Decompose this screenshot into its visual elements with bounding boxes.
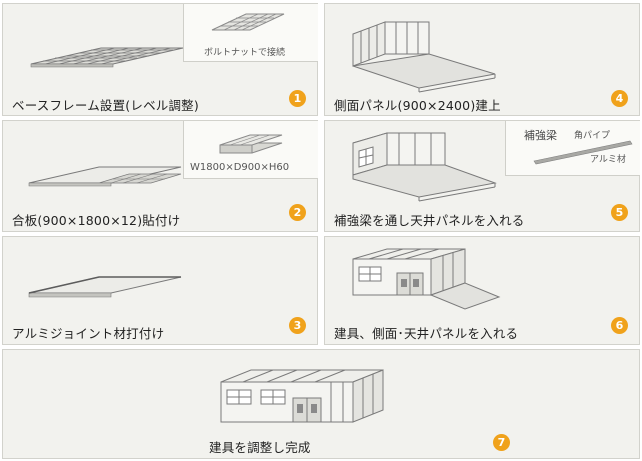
step-3-caption: アルミジョイント材打付け [12,326,165,341]
step-1-badge: 1 [289,90,306,107]
plywood-inset: W1800×D900×H60 [183,121,318,179]
bolt-nut-grid-illustration [211,13,285,31]
plywood-floor-illustration [28,166,182,187]
step-2-panel: W1800×D900×H60 合板(900×1800×12)貼付け 2 [2,120,318,232]
step-2-badge: 2 [289,204,306,221]
step-2-caption: 合板(900×1800×12)貼付け [12,213,181,228]
step-4-caption: 側面パネル(900×2400)建上 [334,98,501,113]
step-6-panel: 建具、側面･天井パネルを入れる 6 [324,236,640,345]
step-1-panel: ボルトナットで接続 ベースフレーム設置(レベル調整) 1 [2,3,318,116]
step-3-badge: 3 [289,317,306,334]
completed-building-illustration [220,369,384,423]
step-7-caption: 建具を調整し完成 [209,440,311,455]
square-pipe-label: 角パイプ [574,131,611,141]
plywood-stack-illustration [219,134,283,154]
side-panel-illustration [352,21,496,93]
step-5-panel: 補強梁 角パイプ アルミ材 補強梁を通し天井パネルを入れる 5 [324,120,640,232]
step-6-badge: 6 [611,317,628,334]
base-frame-illustration [30,47,184,68]
aluminium-label: アルミ材 [590,155,626,165]
step-5-caption: 補強梁を通し天井パネルを入れる [334,213,525,228]
step-5-badge: 5 [611,204,628,221]
reinforcement-beam-title: 補強梁 [524,129,557,142]
beam-ceiling-illustration [352,132,497,202]
step-6-caption: 建具、側面･天井パネルを入れる [334,326,519,341]
fittings-panels-illustration [352,248,501,310]
step-7-panel: 建具を調整し完成 7 [2,349,640,459]
reinforcement-beam-inset: 補強梁 角パイプ アルミ材 [505,121,640,176]
bolt-nut-label: ボルトナットで接続 [204,48,286,58]
step-4-badge: 4 [611,90,628,107]
step-1-caption: ベースフレーム設置(レベル調整) [12,98,199,113]
square-pipe-illustration [533,140,633,165]
aluminium-joint-illustration [28,276,182,298]
step-7-badge: 7 [493,434,510,451]
bolt-nut-inset: ボルトナットで接続 [183,4,318,62]
step-3-panel: アルミジョイント材打付け 3 [2,236,318,345]
step-4-panel: 側面パネル(900×2400)建上 4 [324,3,640,116]
dimension-label: W1800×D900×H60 [190,162,290,173]
